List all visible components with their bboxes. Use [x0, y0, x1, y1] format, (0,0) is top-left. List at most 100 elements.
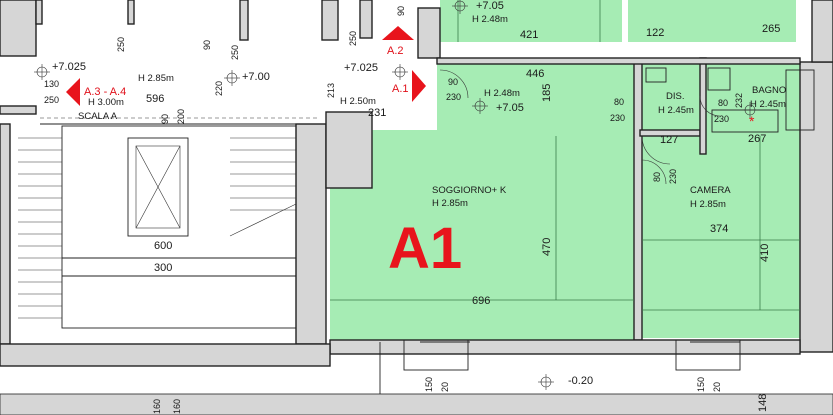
room-landing-height: H 2.85m	[138, 73, 174, 84]
wall-top-4	[321, 0, 339, 41]
dim-250d: 250	[348, 31, 358, 46]
dim-20b: 20	[712, 382, 722, 392]
dim-696: 696	[472, 295, 490, 307]
wall-partition-bagno	[699, 57, 707, 155]
wall-left-outer	[0, 0, 37, 57]
dim-596: 596	[146, 93, 164, 105]
room-soggiorno-name: SOGGIORNO+ K	[432, 185, 507, 196]
room-corridor-level: +7.025	[344, 62, 378, 74]
annotations: +7.025 -0.20 A.2 A.1 A.3 - A.4	[52, 45, 593, 387]
section-arrow-a34	[66, 78, 80, 106]
dim-160b: 160	[172, 399, 182, 414]
dim-80c: 80	[718, 98, 728, 108]
dim-127: 127	[660, 134, 678, 146]
level-exterior: -0.20	[568, 375, 593, 387]
section-label-a34: A.3 - A.4	[84, 86, 126, 98]
dim-80a: 80	[614, 97, 624, 107]
room-dis-height: H 2.45m	[658, 105, 694, 116]
room-scala-name: SCALA A	[78, 111, 118, 122]
section-label-a1: A.1	[392, 83, 409, 95]
unit-label: A1	[388, 216, 462, 281]
room-corridor-height: H 2.50m	[340, 96, 376, 107]
dim-230d: 230	[714, 114, 729, 124]
dim-446: 446	[526, 68, 544, 80]
wall-stair-mid	[295, 123, 327, 345]
dim-90d: 90	[202, 40, 212, 50]
dimension-labels: 596 130 250 220 90 200 600 300 231 213 2…	[44, 6, 780, 414]
dim-148: 148	[757, 394, 769, 412]
wall-entry	[325, 111, 373, 189]
dim-200: 200	[176, 109, 186, 124]
apartment-areas	[330, 0, 800, 340]
section-arrow-a1	[412, 70, 426, 102]
dim-122: 122	[646, 27, 664, 39]
room-dis-name: DIS.	[666, 91, 684, 102]
dim-230c: 230	[668, 169, 678, 184]
section-arrows	[66, 26, 426, 106]
dim-90b: 90	[396, 6, 406, 16]
wall-stair-left	[0, 123, 11, 345]
stair-a	[18, 117, 320, 329]
dim-150b: 150	[696, 377, 706, 392]
wall-south-left	[0, 343, 331, 367]
dim-130: 130	[44, 79, 59, 89]
dim-250c: 250	[230, 45, 240, 60]
wall-top-2	[127, 0, 135, 25]
level-left: +7.025	[52, 61, 86, 73]
room-scala-height: H 3.00m	[88, 97, 124, 108]
dim-231: 231	[368, 107, 386, 119]
room-bagno-height: H 2.45m	[750, 99, 786, 110]
room-camera-height: H 2.85m	[690, 199, 726, 210]
room-camera-name: CAMERA	[690, 185, 731, 196]
wall-top-3	[239, 0, 249, 41]
dim-265: 265	[762, 23, 780, 35]
room-labels: SOGGIORNO+ K H 2.85m CAMERA H 2.85m BAGN…	[78, 0, 786, 210]
dim-300: 300	[154, 262, 172, 274]
room-soggiorno-height: H 2.85m	[432, 198, 468, 209]
bagno-star-icon: *	[749, 113, 755, 129]
wall-soggiorno-right	[633, 61, 643, 341]
dim-410: 410	[759, 244, 771, 262]
dim-160a: 160	[152, 399, 162, 414]
dim-20a: 20	[440, 382, 450, 392]
walls	[0, 0, 833, 367]
wall-north-a1	[436, 57, 801, 65]
north-unit-area	[440, 0, 622, 42]
room-entry-height: H 2.48m	[484, 88, 520, 99]
section-arrow-a2	[382, 26, 414, 40]
wall-top-5	[359, 0, 373, 39]
dim-250b: 250	[116, 37, 126, 52]
dim-220: 220	[214, 81, 224, 96]
room-north-height: H 2.48m	[472, 14, 508, 25]
dim-421: 421	[520, 29, 538, 41]
dim-185: 185	[541, 84, 553, 102]
dim-232: 232	[734, 93, 744, 108]
room-entry-level: +7.05	[496, 102, 524, 114]
wall-top-6	[417, 7, 441, 59]
wall-east	[799, 61, 833, 353]
north-unit-area-3	[692, 0, 796, 42]
dim-230: 230	[446, 92, 461, 102]
wall-east-top	[811, 0, 833, 63]
dim-90c: 90	[448, 77, 458, 87]
dim-230b: 230	[610, 113, 625, 123]
wall-top-1	[35, 0, 43, 25]
dim-267: 267	[748, 133, 766, 145]
apartment-a1-area	[330, 58, 800, 340]
room-landing-level: +7.00	[242, 71, 270, 83]
room-north-level: +7.05	[476, 0, 504, 12]
dim-80b: 80	[652, 172, 662, 182]
dim-600: 600	[154, 240, 172, 252]
dim-470: 470	[541, 238, 553, 256]
room-bagno-name: BAGNO	[752, 85, 786, 96]
dim-213: 213	[326, 83, 336, 98]
dim-250: 250	[44, 95, 59, 105]
wall-left-corridor	[0, 105, 37, 115]
dim-374: 374	[710, 223, 728, 235]
level-markers	[34, 0, 758, 390]
dim-90a: 90	[160, 114, 170, 124]
dim-150a: 150	[424, 377, 434, 392]
section-label-a2: A.2	[387, 45, 404, 57]
